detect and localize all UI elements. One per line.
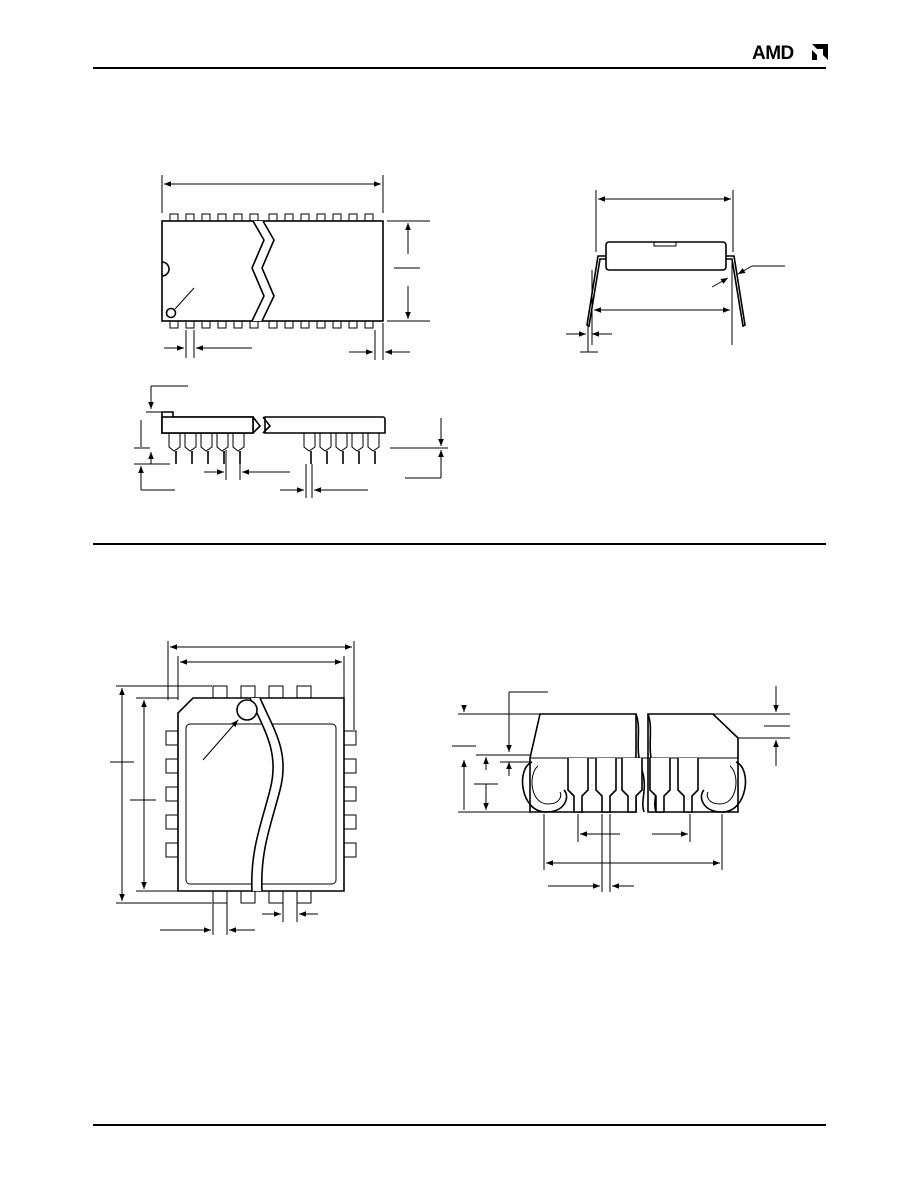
dip-end-lead-left: [586, 255, 606, 328]
plcc-side-leads: [567, 758, 699, 813]
section-divider: [93, 543, 826, 545]
dip-break-right: [261, 220, 275, 322]
dip-bottom-pins: [169, 320, 374, 329]
dip-top-view: [161, 175, 430, 360]
header-rule: [93, 67, 826, 69]
amd-logo-icon: AMD: [752, 43, 828, 64]
dip-notch: [161, 261, 170, 277]
pin1-marker: [165, 307, 177, 319]
amd-logo: AMD: [752, 40, 830, 64]
plcc-pin1-marker: [236, 699, 258, 721]
footer-rule: [93, 1124, 826, 1126]
dip-end-lead-right: [726, 255, 746, 328]
amd-arrow-icon: [812, 44, 828, 60]
dip-side-view: [134, 385, 448, 498]
dip-break-left: [251, 220, 265, 322]
dip-side-leads: [168, 433, 380, 464]
pin1-leader: [174, 287, 195, 310]
dip-end-view: [566, 190, 785, 353]
plcc-top-view: [110, 641, 357, 935]
plcc-side-view: [452, 686, 790, 892]
amd-logo-text: AMD: [752, 43, 794, 64]
dip-top-pins: [169, 213, 374, 222]
